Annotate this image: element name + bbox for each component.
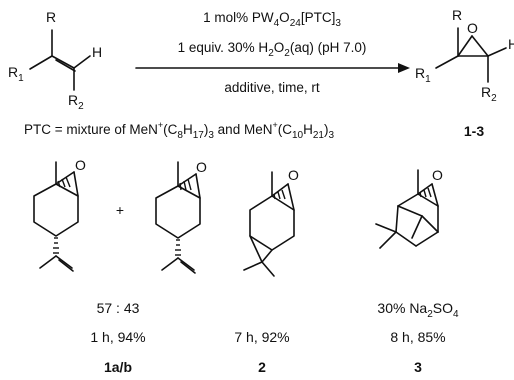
compound-2-structure: O	[243, 167, 299, 277]
reaction-arrow	[135, 63, 410, 73]
reactant-alkene: R R1 H R2	[8, 9, 102, 112]
compound-3-label: 3	[414, 359, 422, 375]
ptc-definition: PTC = mixture of MeN+(C8H17)3 and MeN+(C…	[24, 120, 334, 141]
reactant-h: H	[92, 44, 102, 60]
product-epoxide: R O R1 R2 H	[415, 7, 514, 104]
product-r1: R1	[415, 65, 431, 85]
compound-1a-oxygen: O	[75, 157, 86, 173]
product-r: R	[452, 7, 462, 23]
conditions-additive: additive, time, rt	[224, 80, 320, 95]
product-h: H	[508, 36, 514, 52]
compound-3-result: 8 h, 85%	[390, 329, 445, 345]
reactant-r: R	[46, 9, 56, 25]
compound-1b-oxygen: O	[196, 159, 207, 175]
compound-1-label: 1a/b	[104, 359, 132, 375]
conditions-oxidant: 1 equiv. 30% H2O2(aq) (pH 7.0)	[178, 40, 367, 59]
product-label: 1-3	[464, 123, 484, 139]
compound-3-structure: O	[375, 167, 443, 249]
reactant-r2: R2	[68, 92, 84, 112]
compound-2-oxygen: O	[288, 167, 299, 183]
product-r2: R2	[481, 84, 497, 104]
compound-2-result: 7 h, 92%	[234, 329, 289, 345]
compound-1a-structure: O	[33, 157, 86, 272]
compound-1b-structure: O	[155, 159, 207, 274]
compound-1-ratio: 57 : 43	[97, 300, 140, 316]
compound-1-plus: +	[116, 202, 124, 218]
compound-3-oxygen: O	[432, 167, 443, 183]
compound-3-additive: 30% Na2SO4	[377, 300, 459, 320]
reactant-r1: R1	[8, 64, 24, 84]
conditions-catalyst: 1 mol% PW4O24[PTC]3	[203, 10, 341, 29]
product-oxygen: O	[467, 20, 478, 36]
compound-1-result: 1 h, 94%	[90, 329, 145, 345]
compound-2-label: 2	[258, 359, 266, 375]
